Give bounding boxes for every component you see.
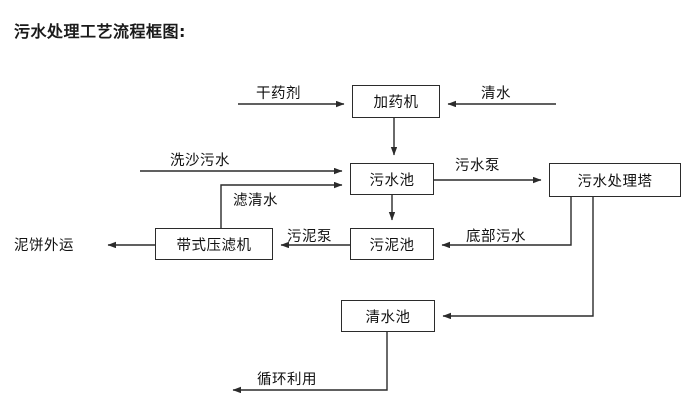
page-title: 污水处理工艺流程框图: <box>14 22 186 41</box>
node-label: 污泥池 <box>369 237 415 254</box>
node-label: 清水池 <box>365 309 411 326</box>
node-sludge-pool[interactable]: 污泥池 <box>350 228 434 260</box>
node-clear-water-pool[interactable]: 清水池 <box>341 300 435 332</box>
node-label: 污水处理塔 <box>577 173 653 190</box>
node-label: 加药机 <box>373 95 419 111</box>
label-dry-reagent: 干药剂 <box>256 86 301 102</box>
label-mud-cake-out: 泥饼外运 <box>14 238 74 254</box>
node-label: 污水池 <box>369 172 415 189</box>
node-label: 带式压滤机 <box>176 237 252 254</box>
label-sludge-pump: 污泥泵 <box>287 229 332 245</box>
edge-bottom-sewage-to-sludge-pool <box>441 197 572 249</box>
label-clean-water-in: 清水 <box>481 86 511 102</box>
node-dosing-machine[interactable]: 加药机 <box>352 85 440 118</box>
label-sand-wash-sewage: 洗沙污水 <box>170 153 230 169</box>
node-treatment-tower[interactable]: 污水处理塔 <box>549 163 681 197</box>
label-recycle-reuse: 循环利用 <box>257 372 317 388</box>
edge-tower-to-clear-water-pool <box>442 197 594 320</box>
node-belt-filter-press[interactable]: 带式压滤机 <box>155 228 273 260</box>
label-sewage-pump: 污水泵 <box>455 158 500 174</box>
edge-clear-water-recycle <box>232 332 388 394</box>
label-bottom-sewage: 底部污水 <box>466 229 526 245</box>
node-sewage-pool[interactable]: 污水池 <box>350 163 434 195</box>
label-filtered-water: 滤清水 <box>233 193 278 209</box>
edge-filtered-water-to-sewage-pool <box>220 181 343 228</box>
